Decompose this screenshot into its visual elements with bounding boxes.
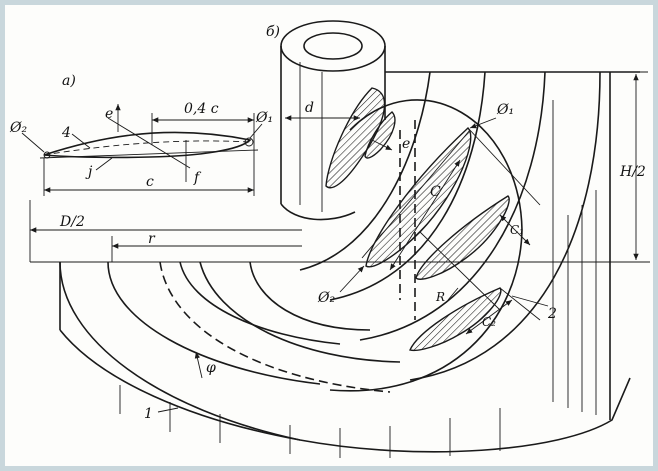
hub-bottom [280, 203, 356, 221]
e-a-label: e [105, 106, 113, 122]
hub-top-outer [280, 20, 386, 72]
airfoil-outline [43, 131, 252, 159]
C2-label: C₂ [482, 315, 496, 329]
C-b-label: C [430, 184, 441, 200]
blade-curve-3 [359, 71, 546, 341]
phi2-leader [21, 132, 45, 153]
blade-section-1 [325, 87, 386, 189]
radius-dimensions: D/2 r [29, 200, 302, 262]
phi2-a-label: Ø₂ [9, 120, 27, 136]
j-a-label: j [85, 164, 93, 180]
four-leader [71, 133, 91, 149]
one-label: 1 [144, 406, 153, 422]
D2-label: D/2 [59, 214, 85, 230]
panel-a-profile: а) Ø₂ Ø₁ 4 e 0,4 c f j c [9, 73, 273, 196]
phi1-b-label: Ø₁ [496, 102, 514, 118]
trailing-edge-circle [43, 151, 51, 159]
f-a-label: f [193, 170, 202, 186]
phi-angle-arrow [194, 351, 203, 379]
hidden-edge-3 [159, 261, 391, 393]
c-a-label: c [146, 174, 154, 190]
C1-label: C₁ [510, 223, 524, 237]
e-b-arrow [371, 139, 393, 151]
panel-b-label: б) [266, 24, 280, 40]
C1-dim [499, 214, 531, 246]
phi1-b-leader [469, 117, 497, 129]
blade-curve-2 [329, 71, 486, 301]
dim-04c-label: 0,4 c [184, 101, 219, 117]
e-b-label: e [402, 136, 410, 152]
profile-chord [39, 149, 259, 159]
two-leader [511, 295, 549, 307]
R-label: R [435, 290, 445, 304]
e-slant-line [107, 117, 191, 169]
phi2-b-leader [339, 265, 365, 293]
H2-label: H/2 [619, 164, 646, 180]
d-label: d [305, 100, 314, 116]
phi1-a-label: Ø₁ [255, 110, 273, 126]
R-leader [447, 287, 459, 301]
phi1-leader [249, 123, 263, 139]
phi2-b-label: Ø₂ [317, 290, 335, 306]
panel-a-label: а) [62, 73, 76, 89]
chord-c-dim [389, 159, 461, 271]
leading-edge-circle [244, 137, 254, 147]
airfoil-mean-line [43, 140, 251, 156]
hub-top-inner [303, 32, 363, 60]
panel-b-wheel: б) d e Ø₁ C C₁ H/2 Ø₂ R C₂ 2 φ 1 [59, 20, 648, 458]
rim-2 [107, 261, 321, 385]
C2-dim [465, 299, 513, 335]
four-label: 4 [61, 125, 71, 141]
r-label: r [148, 231, 156, 247]
blade-curve-4 [409, 71, 601, 381]
one-leader [157, 407, 179, 413]
outer-rim-lower [59, 329, 301, 441]
rim-3 [179, 261, 341, 345]
blade-section-small [364, 111, 396, 159]
phi-angle-label: φ [206, 360, 216, 376]
j-leader [95, 157, 113, 171]
two-label: 2 [547, 306, 557, 322]
